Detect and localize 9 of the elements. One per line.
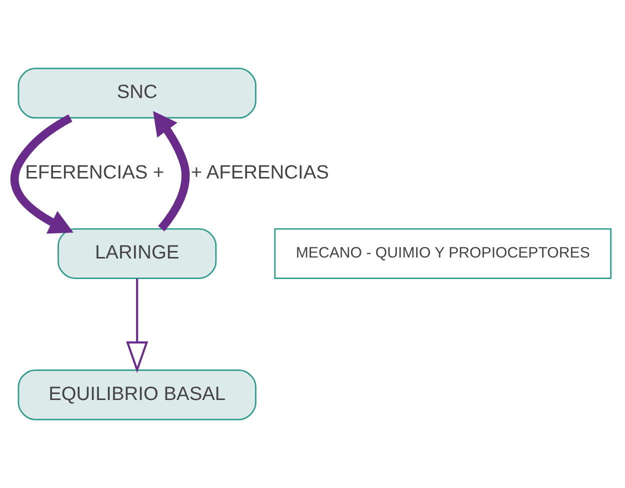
node-box: EQUILIBRIO BASAL — [18, 369, 256, 420]
node-box: LARINGE — [58, 228, 217, 279]
edge-label: EFERENCIAS + — [25, 162, 164, 184]
node-box: SNC — [18, 68, 256, 119]
edge-label: + AFERENCIAS — [190, 162, 329, 184]
arrow — [126, 278, 148, 373]
arrow — [10, 114, 74, 234]
arrow — [153, 110, 190, 232]
node-box: MECANO - QUIMIO Y PROPIOCEPTORES — [274, 228, 612, 279]
